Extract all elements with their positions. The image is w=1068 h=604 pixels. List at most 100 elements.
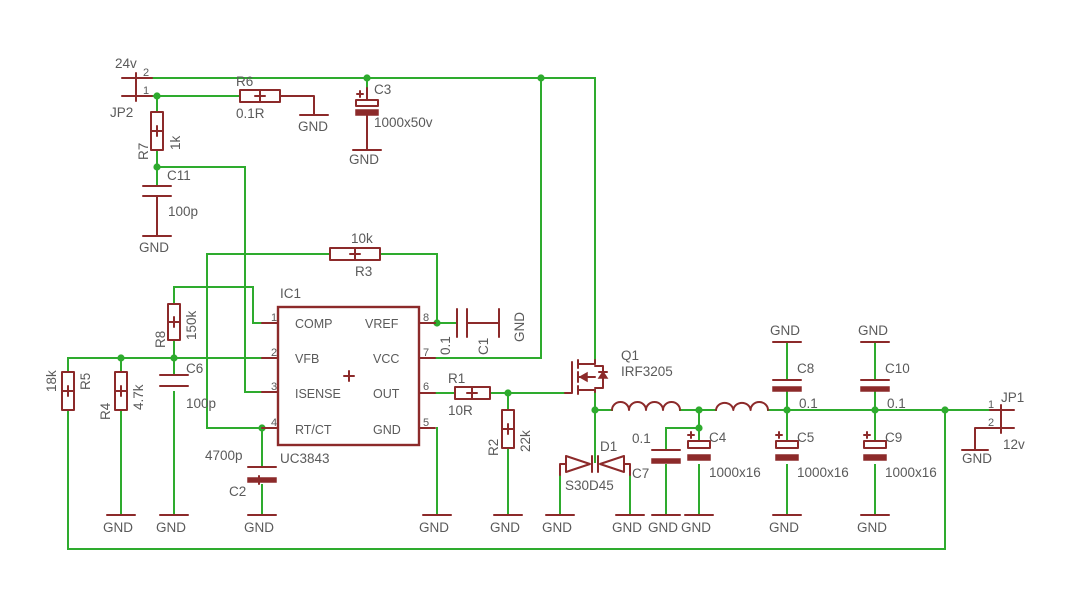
r4-value: 4.7k <box>131 384 146 410</box>
gnd-label: GND <box>349 152 379 167</box>
gnd-label: GND <box>298 119 328 134</box>
r6-name: R6 <box>236 74 253 89</box>
resistor-r8: R8 150k <box>153 303 199 348</box>
capacitor-c1: 0.1 C1 GND <box>438 308 527 355</box>
ic-pin-number: 4 <box>271 417 277 429</box>
gnd-symbol: GND <box>298 114 329 134</box>
r1-name: R1 <box>448 371 465 386</box>
r8-value: 150k <box>184 310 199 340</box>
gnd-symbol: GND <box>419 514 452 535</box>
jp1-pin1: 1 <box>988 399 994 411</box>
junctions <box>117 74 949 432</box>
gnd-label: GND <box>769 520 799 535</box>
ic-pin-number: 8 <box>423 312 429 324</box>
c7-name: C7 <box>632 466 649 481</box>
c9-value: 1000x16 <box>885 465 937 480</box>
gnd-label: GND <box>612 520 642 535</box>
gnd-label: GND <box>858 323 888 338</box>
gnd-label: GND <box>770 323 800 338</box>
c11-value: 100p <box>168 204 198 219</box>
r7-value: 1k <box>168 135 183 150</box>
r2-name: R2 <box>486 439 501 456</box>
capacitor-c2: 4700p C2 GND <box>205 448 277 535</box>
gnd-label: GND <box>419 520 449 535</box>
r1-value: 10R <box>448 403 473 418</box>
c7-value: 0.1 <box>632 431 651 446</box>
c3-value: 1000x50v <box>374 115 433 130</box>
ic-pin-name: VREF <box>365 317 399 331</box>
ic-pin-name: ISENSE <box>295 387 341 401</box>
ic-pin-number: 7 <box>423 347 429 359</box>
c3-name: C3 <box>374 82 391 97</box>
ic-uc3843: IC1 UC3843 1 COMP 2 VFB 3 ISENSE 4 RT/CT… <box>261 286 436 466</box>
connector-jp1: JP1 1 2 12v GND <box>961 390 1025 466</box>
resistor-r3: 10k R3 <box>329 231 381 279</box>
q1-name: Q1 <box>621 348 639 363</box>
diode-d1: D1 S30D45 GND GND <box>542 439 645 535</box>
jp2-voltage: 24v <box>115 56 137 71</box>
capacitor-c5: C5 1000x16 GND <box>769 430 849 535</box>
resistor-r7: R7 1k <box>136 111 183 160</box>
resistor-r4: R4 4.7k GND <box>98 371 146 535</box>
ic-pin-name: OUT <box>373 387 400 401</box>
c4-name: C4 <box>709 430 727 445</box>
c2-name: C2 <box>229 484 246 499</box>
ic-pin-number: 6 <box>423 381 429 393</box>
r5-value: 18k <box>44 370 59 392</box>
inductor-l2 <box>715 401 769 411</box>
ic-pin-name: VFB <box>295 352 319 366</box>
ic1-value: UC3843 <box>280 451 330 466</box>
gnd-label: GND <box>648 520 678 535</box>
capacitor-c3: C3 1000x50v GND <box>349 82 433 167</box>
jp1-name: JP1 <box>1001 390 1024 405</box>
ic-pin-number: 2 <box>271 347 277 359</box>
c10-value: 0.1 <box>887 396 906 411</box>
jp1-pin2: 2 <box>988 417 994 429</box>
ic-pin-name: RT/CT <box>295 423 332 437</box>
c11-name: C11 <box>167 168 191 183</box>
gnd-label: GND <box>139 240 169 255</box>
resistor-r1: R1 10R <box>448 371 491 418</box>
capacitor-c4: C4 1000x16 GND <box>681 430 761 535</box>
c1-name: C1 <box>476 338 491 355</box>
gnd-label: GND <box>103 520 133 535</box>
r5-name: R5 <box>78 373 93 390</box>
inductor-l1 <box>611 401 681 411</box>
capacitor-c7: 0.1 C7 GND <box>632 431 681 535</box>
mosfet-q1: Q1 IRF3205 <box>564 348 673 395</box>
r7-name: R7 <box>136 143 151 160</box>
gnd-label: GND <box>490 520 520 535</box>
capacitor-c10: GND C10 0.1 <box>858 323 910 411</box>
d1-value: S30D45 <box>565 478 614 493</box>
capacitor-c6: C6 100p GND <box>156 361 216 535</box>
resistor-r5: 18k R5 <box>44 370 93 411</box>
c10-name: C10 <box>885 361 910 376</box>
gnd-label: GND <box>512 312 527 342</box>
c6-value: 100p <box>186 396 216 411</box>
r4-name: R4 <box>98 402 113 420</box>
ic-pin-name: GND <box>373 423 401 437</box>
jp1-voltage: 12v <box>1003 437 1025 452</box>
c5-value: 1000x16 <box>797 465 849 480</box>
capacitor-c8: GND C8 0.1 <box>770 323 818 411</box>
ic1-name: IC1 <box>280 286 301 301</box>
gnd-label: GND <box>681 520 711 535</box>
gnd-label: GND <box>857 520 887 535</box>
ic-pin-name: COMP <box>295 317 333 331</box>
ic-pin-number: 1 <box>271 312 277 324</box>
ic-pin-number: 5 <box>423 417 429 429</box>
c1-value: 0.1 <box>438 336 453 355</box>
r3-value: 10k <box>351 231 373 246</box>
r8-name: R8 <box>153 331 168 348</box>
gnd-label: GND <box>962 451 992 466</box>
capacitor-c9: C9 1000x16 GND <box>857 430 937 535</box>
gnd-label: GND <box>156 520 186 535</box>
jp2-pin1: 1 <box>143 85 149 97</box>
wires <box>67 77 991 550</box>
r2-value: 22k <box>518 430 533 452</box>
d1-name: D1 <box>600 439 617 454</box>
r3-name: R3 <box>355 264 372 279</box>
ic-pin-name: VCC <box>373 352 399 366</box>
c4-value: 1000x16 <box>709 465 761 480</box>
